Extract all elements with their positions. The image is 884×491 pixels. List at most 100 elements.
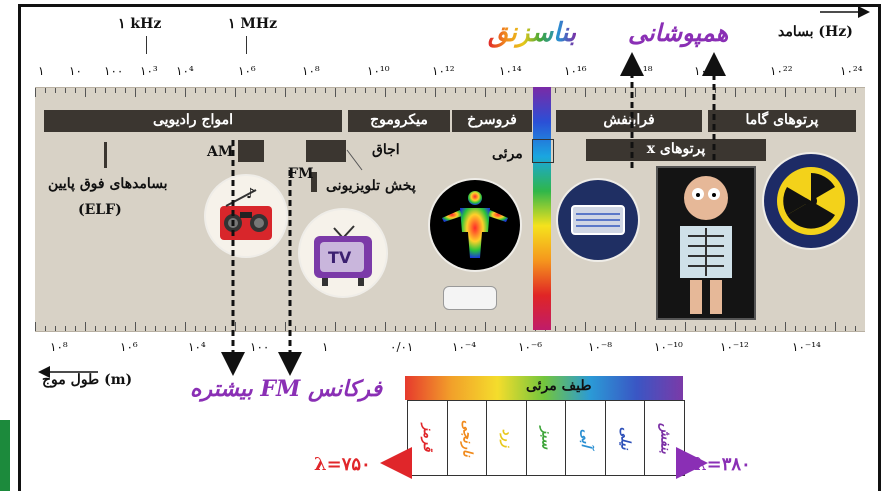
ruler-tick [525, 88, 526, 93]
tv-illustration: TV [300, 210, 386, 296]
wavelength-tick-label: ۱۰۰ [250, 340, 270, 354]
frequency-tick-label: ۱۰¹² [432, 64, 455, 78]
ruler-tick [575, 326, 576, 331]
ruler-tick [745, 88, 746, 93]
ruler-tick [195, 326, 196, 331]
khz-line [146, 36, 147, 54]
left-accent-bar [0, 420, 10, 491]
ruler-tick [415, 88, 416, 93]
ruler-tick [635, 88, 636, 97]
ruler-tick [675, 88, 676, 93]
label-visible: مرئی [492, 146, 523, 162]
wavelength-axis-label: (m) طول موج [42, 372, 133, 388]
ruler-tick [245, 88, 246, 93]
ruler-tick [55, 88, 56, 93]
color-blue: آبی [578, 428, 594, 448]
ruler-tick [555, 88, 556, 93]
ruler-tick [175, 326, 176, 331]
ruler-tick [295, 326, 296, 331]
khz-marker: ۱ kHz [118, 16, 162, 32]
ruler-tick [425, 326, 426, 331]
ruler-tick [775, 326, 776, 331]
color-cell: سبز [527, 401, 567, 475]
ruler-tick [385, 88, 386, 97]
ruler-tick [225, 326, 226, 331]
wavelength-tick-label: ۱۰⁻¹⁴ [792, 340, 821, 354]
ruler-tick [635, 322, 636, 331]
ruler-tick [335, 322, 336, 331]
ruler-tick [95, 326, 96, 331]
ruler-tick [255, 326, 256, 331]
ruler-tick [55, 326, 56, 331]
brand-title: بناسزنق [488, 18, 576, 48]
frequency-tick-label: ۱۰²² [770, 64, 793, 78]
band-ultraviolet: فرابنفش [556, 110, 702, 132]
ruler-tick [495, 326, 496, 331]
ruler-tick [495, 88, 496, 93]
radiation-illustration [764, 154, 858, 248]
color-cell: نارنجی [448, 401, 488, 475]
band-infrared: فروسرخ [452, 110, 532, 132]
frequency-tick-label: ۱۰⁴ [176, 64, 194, 78]
ruler-tick [275, 326, 276, 331]
ruler-tick [65, 88, 66, 93]
label-elf-line2: (ELF) [78, 202, 122, 218]
label-elf-line1: بسامدهای فوق پایین [48, 176, 168, 192]
label-oven: اجاق [372, 142, 400, 158]
wavelength-tick-label: ۱۰⁻⁴ [452, 340, 477, 354]
ruler-tick [145, 326, 146, 331]
ruler-tick [515, 326, 516, 331]
ruler-tick [65, 326, 66, 331]
wavelength-tick-label: ۱۰⁶ [120, 340, 138, 354]
ruler-tick [135, 322, 136, 331]
lambda-violet-label: λ=۳۸۰ [694, 454, 751, 475]
thermal-body-icon [442, 191, 508, 258]
wavelength-tick-label: ۱ [322, 340, 329, 354]
ruler-tick [715, 326, 716, 331]
tv-text: TV [328, 248, 352, 267]
ruler-tick [695, 326, 696, 331]
visible-spectrum-title: طیف مرئی [526, 378, 592, 394]
ruler-tick [815, 88, 816, 93]
ruler-tick [675, 326, 676, 331]
ruler-tick [275, 88, 276, 93]
ruler-tick [695, 88, 696, 93]
uv-lamp-illustration [558, 180, 638, 260]
ruler-tick [705, 88, 706, 93]
ruler-tick [725, 326, 726, 331]
ruler-tick [205, 88, 206, 93]
ruler-tick [395, 88, 396, 93]
brand-text: بناسزنق [488, 18, 577, 48]
ruler-tick [135, 88, 136, 97]
label-fm: FM [288, 166, 314, 182]
frequency-tick-label: ۱۰¹⁴ [499, 64, 522, 78]
ruler-tick [845, 326, 846, 331]
ruler-tick [345, 88, 346, 93]
ruler-tick [185, 88, 186, 97]
ruler-tick [115, 88, 116, 93]
color-cell: قرمز [408, 401, 448, 475]
wavelength-tick-label: ۱۰⁻¹² [720, 340, 749, 354]
ruler-tick [125, 326, 126, 331]
ruler-tick [335, 88, 336, 97]
lambda-red-label: λ=۷۵۰ [314, 454, 371, 475]
ruler-tick [315, 326, 316, 331]
frame-left [18, 4, 21, 491]
ruler-tick [425, 88, 426, 93]
ruler-tick [185, 322, 186, 331]
ruler-tick [615, 326, 616, 331]
am-bar [238, 140, 264, 162]
ruler-tick [755, 326, 756, 331]
ruler-tick [855, 88, 856, 93]
ruler-tick [475, 326, 476, 331]
ruler-tick [765, 88, 766, 93]
label-am: AM [207, 144, 234, 160]
band-microwave: میکروموج [348, 110, 450, 132]
frequency-tick-label: ۱۰⁸ [302, 64, 320, 78]
ruler-tick [105, 326, 106, 331]
ruler-tick [75, 88, 76, 93]
color-cell: بنفش [645, 401, 684, 475]
color-cell: زرد [487, 401, 527, 475]
visible-box [532, 139, 554, 163]
